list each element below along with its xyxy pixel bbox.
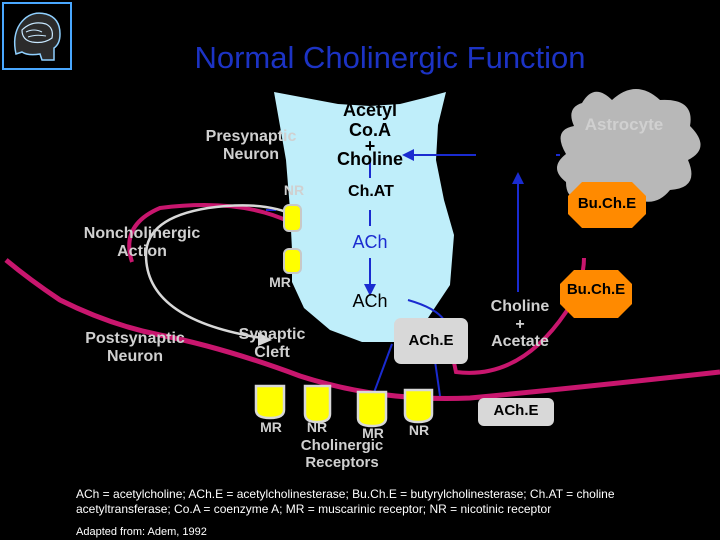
astrocyte-shape [557, 89, 701, 204]
post-receptor-mr1 [254, 384, 286, 420]
page-title: Normal Cholinergic Function [194, 40, 586, 75]
arrow-ache-to-cholinergic-receptors [371, 343, 393, 399]
ache-right-box [478, 398, 554, 426]
buche-cleft-label: Bu.Ch.E [566, 281, 626, 298]
presynaptic-membrane [127, 203, 291, 263]
post-receptor-nr2 [403, 388, 434, 424]
ache-cleft-box [394, 318, 468, 364]
ache-right-label: ACh.E [493, 402, 539, 419]
abbreviations-footnote: ACh = acetylcholine; ACh.E = acetylcholi… [76, 487, 615, 516]
buche-cleft-octagon [560, 270, 632, 318]
receptor-nr2-label: NR [408, 422, 430, 438]
ach-cleft-label: ACh [352, 291, 388, 311]
noncholinergic-arrow [144, 204, 297, 340]
choline-right-label: Choline [487, 145, 547, 162]
mr-pre-label: MR [269, 274, 291, 290]
ache-cleft-label: ACh.E [408, 332, 454, 349]
nr-pre-receptor [283, 204, 302, 232]
astrocyte-label: Astrocyte [584, 115, 664, 134]
plus-sign: + [364, 136, 376, 156]
chat-label: Ch.AT [348, 183, 394, 200]
source-citation: Adapted from: Adem, 1992 [76, 526, 207, 538]
post-receptors [254, 384, 434, 428]
mr-pre-receptor [283, 248, 302, 274]
buche-top-label: Bu.Ch.E [577, 195, 637, 212]
receptor-mr2-label: MR [362, 425, 384, 441]
nr-pre-label: NR [283, 182, 305, 198]
post-receptor-nr1 [303, 384, 332, 424]
postsynaptic-membrane [4, 258, 720, 402]
receptor-nr1-label: NR [306, 419, 328, 435]
choline-inner-label: Choline [337, 149, 403, 169]
receptor-mr1-label: MR [260, 419, 282, 435]
brain-logo-icon [2, 2, 72, 70]
choline-acetate-label: Choline+Acetate [490, 298, 550, 351]
ach-vesicle-label: ACh [352, 232, 388, 252]
buche-top-octagon [568, 182, 646, 228]
post-receptor-mr2 [356, 390, 388, 428]
